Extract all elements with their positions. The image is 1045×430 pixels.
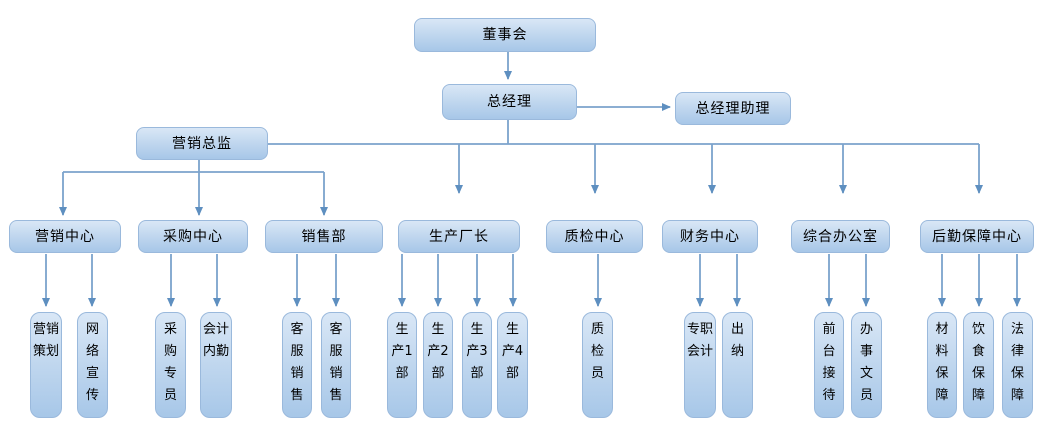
- node-sales-dept: 销售部: [265, 220, 383, 253]
- node-food-support: 饮食保障: [963, 312, 994, 418]
- node-cashier: 出纳: [722, 312, 753, 418]
- node-material-support: 材料保障: [927, 312, 957, 418]
- node-production-1: 生产1部: [387, 312, 417, 418]
- node-marketing-director: 营销总监: [136, 127, 268, 160]
- node-production-2: 生产2部: [423, 312, 453, 418]
- node-office-clerk: 办事文员: [851, 312, 882, 418]
- node-accounting-clerk: 会计内勤: [200, 312, 232, 418]
- node-cs-sales-1: 客服销售: [282, 312, 312, 418]
- node-cs-sales-2: 客服销售: [321, 312, 351, 418]
- node-marketing-planning: 营销策划: [30, 312, 62, 418]
- node-receptionist: 前台接待: [814, 312, 844, 418]
- node-purchasing-specialist: 采购专员: [155, 312, 186, 418]
- node-marketing-center: 营销中心: [9, 220, 121, 253]
- node-general-manager: 总经理: [442, 84, 577, 120]
- node-web-promotion: 网络宣传: [77, 312, 108, 418]
- node-production-4: 生产4部: [497, 312, 528, 418]
- node-qc-inspector: 质检员: [582, 312, 613, 418]
- node-production-3: 生产3部: [462, 312, 492, 418]
- node-gm-assistant: 总经理助理: [675, 92, 791, 125]
- node-finance-center: 财务中心: [662, 220, 758, 253]
- node-full-time-accountant: 专职会计: [684, 312, 716, 418]
- node-legal-support: 法律保障: [1002, 312, 1033, 418]
- node-board: 董事会: [414, 18, 596, 52]
- node-logistics-center: 后勤保障中心: [920, 220, 1034, 253]
- node-general-office: 综合办公室: [791, 220, 890, 253]
- node-purchasing-center: 采购中心: [138, 220, 248, 253]
- node-production-director: 生产厂长: [398, 220, 520, 253]
- node-qc-center: 质检中心: [546, 220, 643, 253]
